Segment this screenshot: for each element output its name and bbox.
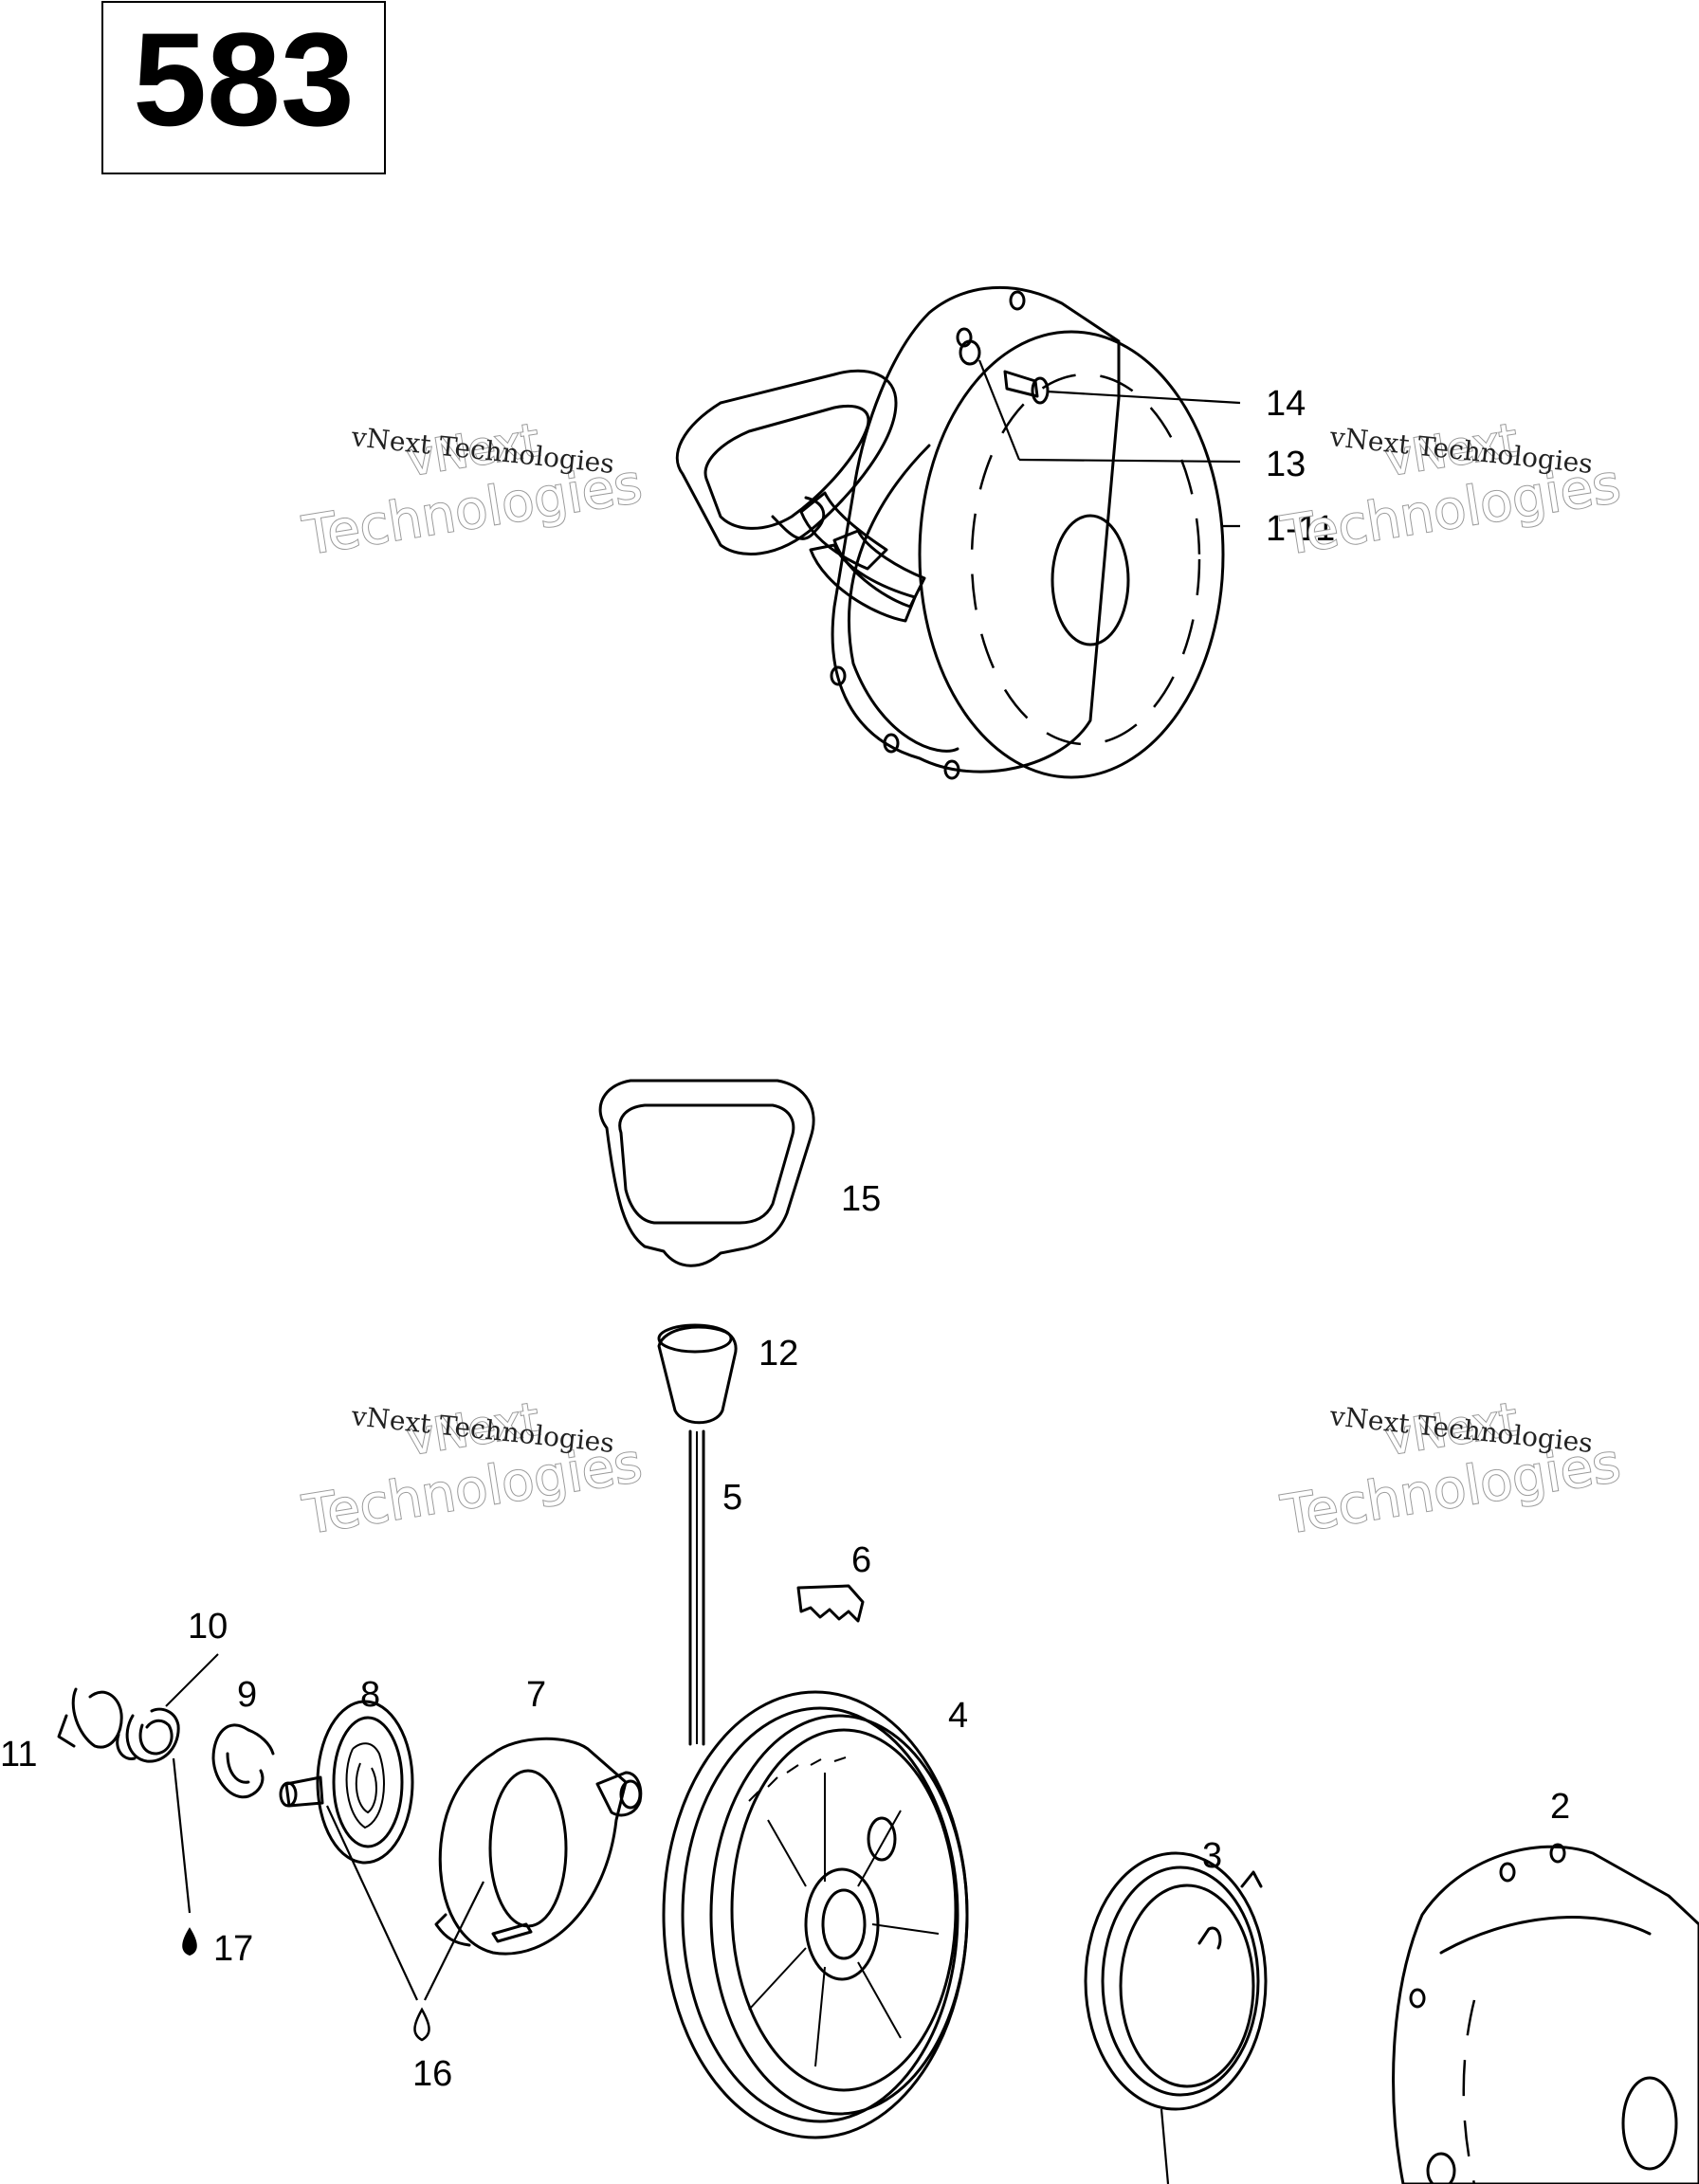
- callout-14: 14: [1266, 384, 1306, 424]
- part-8-spring-cup: [279, 1700, 414, 1865]
- watermark: vNext Technologies: [1276, 1392, 1625, 1547]
- part-3-spring: [1084, 1851, 1268, 2111]
- callout-8: 8: [360, 1675, 380, 1715]
- callout-15: 15: [841, 1179, 881, 1219]
- part-9-clip: [211, 1723, 275, 1799]
- part-10-spring: [116, 1653, 219, 1763]
- callout-16: 16: [412, 2054, 452, 2094]
- callout-3: 3: [1202, 1836, 1222, 1876]
- part-4-sheave: [662, 1690, 969, 2139]
- callout-1-11: 1-11: [1266, 509, 1335, 549]
- callout-13: 13: [1266, 445, 1306, 484]
- callout-2: 2: [1550, 1787, 1570, 1827]
- part-6-pawl: [796, 1584, 865, 1623]
- oil-drop-icon: [413, 2007, 430, 2042]
- part-2-housing: [1392, 1843, 1699, 2184]
- callout-7: 7: [526, 1675, 546, 1715]
- rewind-starter-assembly: [675, 285, 1225, 780]
- callout-12: 12: [758, 1334, 798, 1374]
- part-12-insert: [657, 1323, 738, 1425]
- grease-drop-icon: [182, 1927, 197, 1956]
- part-15-handle: [598, 1079, 815, 1267]
- part-5-rope: [688, 1429, 705, 1746]
- part-11-circlip: [57, 1687, 123, 1749]
- callout-6: 6: [851, 1540, 871, 1580]
- callout-11: 11: [0, 1735, 37, 1774]
- callout-4: 4: [948, 1696, 968, 1736]
- watermark: vNext Technologies: [298, 412, 647, 568]
- watermark: vNext Technologies: [1276, 412, 1625, 568]
- part-7-plate: [434, 1737, 643, 1956]
- callout-10: 10: [188, 1607, 228, 1647]
- page-number: 583: [133, 5, 355, 154]
- watermark: vNext Technologies: [298, 1392, 647, 1547]
- page-number-box: 583: [101, 1, 386, 174]
- callout-9: 9: [237, 1675, 257, 1715]
- callout-17: 17: [213, 1929, 253, 1969]
- callout-5: 5: [722, 1478, 742, 1518]
